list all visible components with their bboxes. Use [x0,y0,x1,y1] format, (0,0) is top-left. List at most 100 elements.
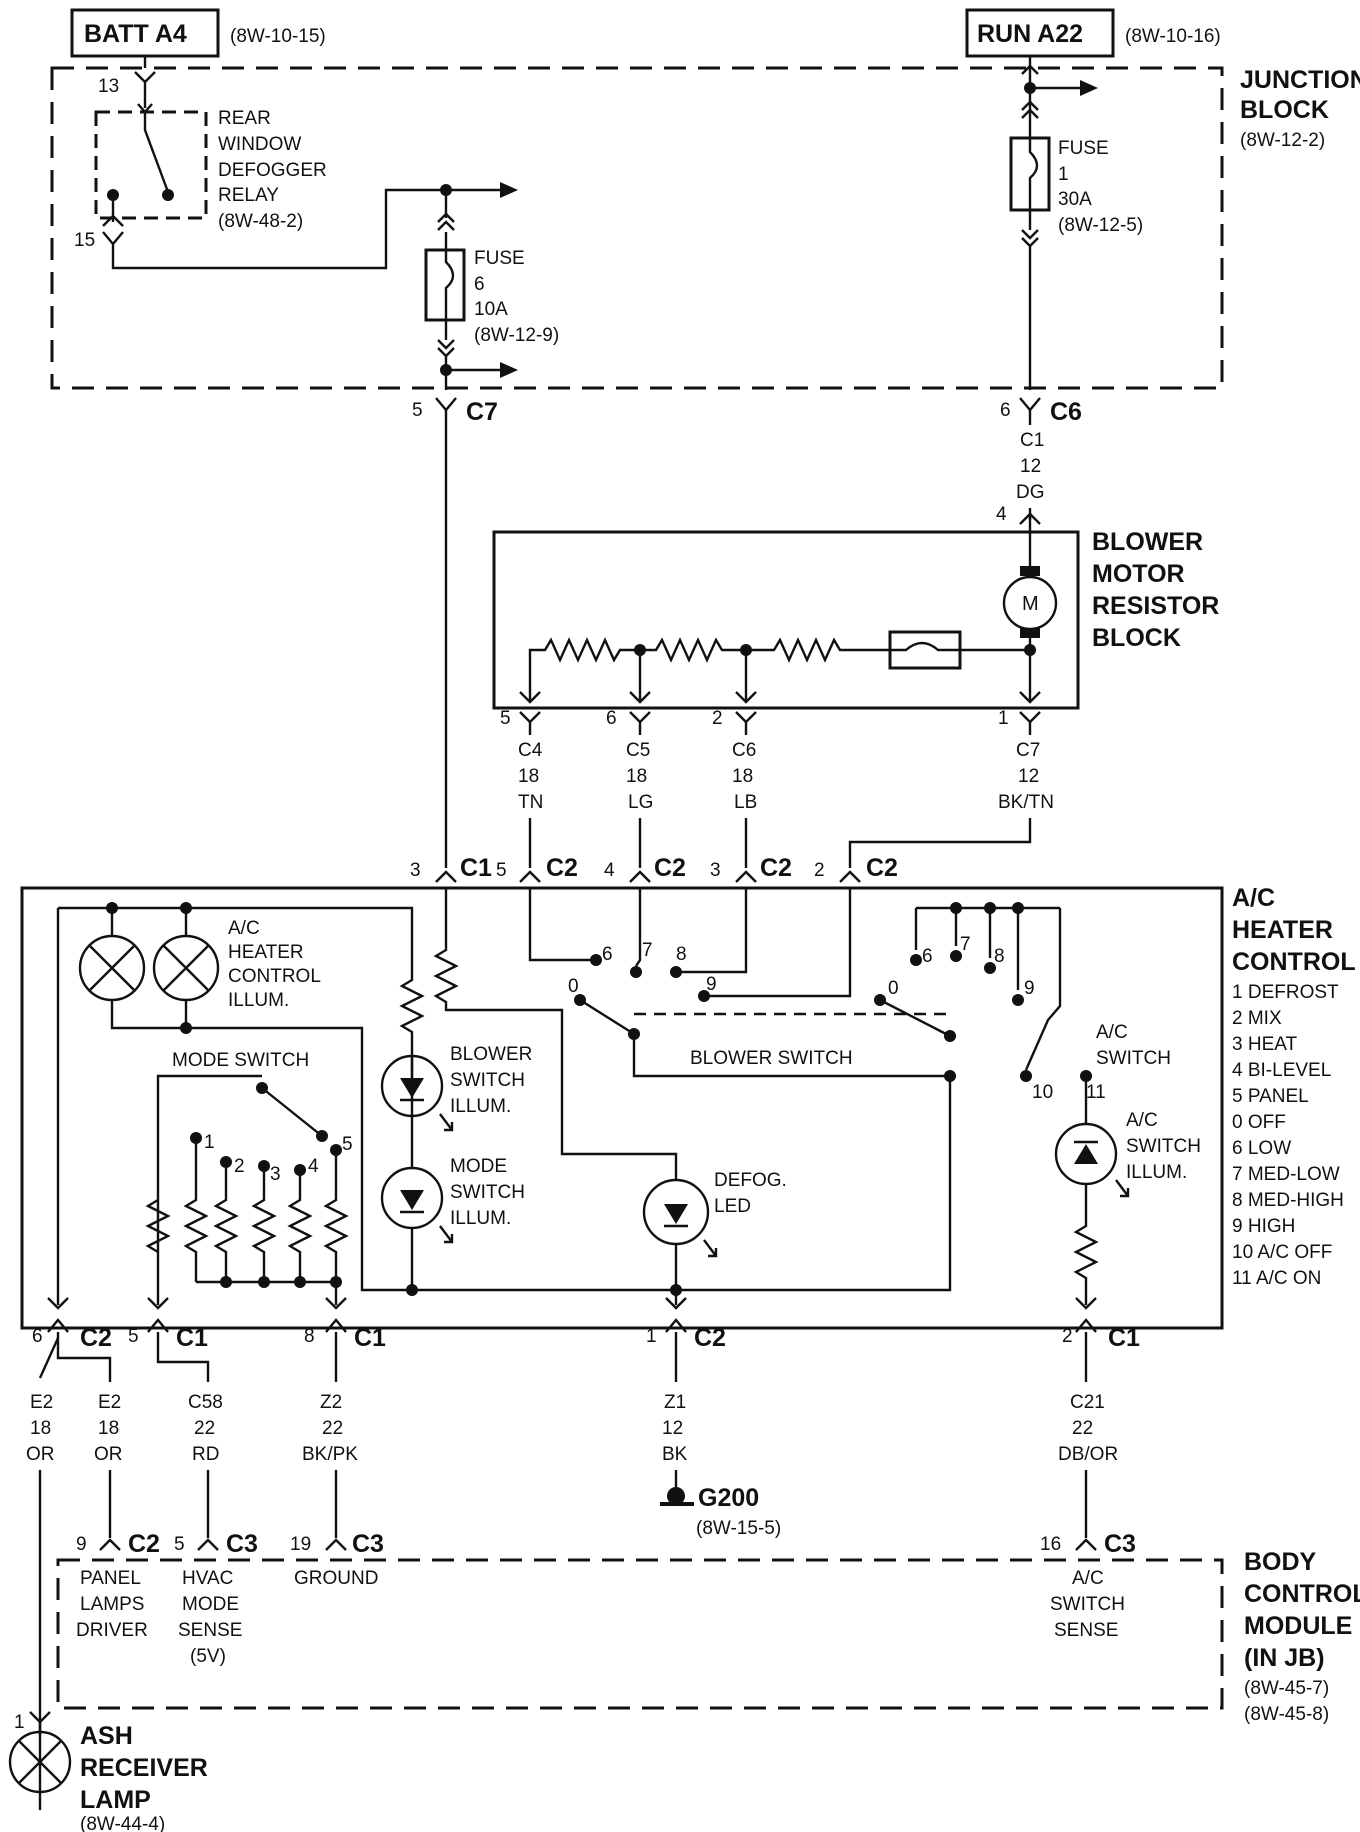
svg-text:BK: BK [662,1444,688,1465]
svg-text:(8W-12-9): (8W-12-9) [474,325,559,346]
svg-text:2: 2 [712,708,723,729]
svg-text:C21: C21 [1070,1392,1105,1413]
blower-motor-resistor-block: 4 BLOWER MOTOR RESISTOR BLOCK M [492,504,1219,710]
svg-text:C1: C1 [1020,430,1044,451]
svg-text:1: 1 [14,1712,25,1733]
svg-text:1: 1 [646,1326,657,1347]
hvac-conn-c1-pin-2: 2 C1 [1062,1297,1140,1382]
svg-text:LB: LB [734,792,757,813]
svg-text:BLOWER: BLOWER [450,1044,532,1065]
svg-text:7 MED-LOW: 7 MED-LOW [1232,1164,1340,1185]
hvac-conn-c2-pin-2: 2 C2 [814,854,898,883]
svg-text:18: 18 [30,1418,51,1439]
blower-switch: 6 7 8 9 0 BLOWER SWITCH [528,888,956,1082]
svg-text:C58: C58 [188,1392,223,1413]
svg-text:0: 0 [888,978,899,999]
fuse-6: FUSE 6 10A (8W-12-9) [424,190,559,390]
svg-text:5: 5 [342,1134,353,1155]
svg-text:18: 18 [732,766,753,787]
svg-text:SWITCH: SWITCH [1050,1594,1125,1615]
hvac-legend: 1 DEFROST 2 MIX 3 HEAT 4 BI-LEVEL 5 PANE… [1232,982,1344,1289]
connector-c6-pin-6: 6 C6 [1000,397,1082,426]
svg-text:BATT A4: BATT A4 [84,20,187,48]
hvac-conn-c2-pin-1: 1 C2 [646,1297,726,1382]
svg-text:E2: E2 [98,1392,121,1413]
svg-text:C1: C1 [1108,1324,1140,1352]
svg-text:(8W-10-15): (8W-10-15) [230,26,326,47]
svg-text:(8W-45-8): (8W-45-8) [1244,1704,1329,1725]
svg-text:BLOWER: BLOWER [1092,528,1203,556]
svg-text:DG: DG [1016,482,1045,503]
svg-text:OR: OR [94,1444,123,1465]
mode-switch-illum: MODE SWITCH ILLUM. [380,1156,525,1296]
svg-text:10 A/C OFF: 10 A/C OFF [1232,1242,1332,1263]
svg-text:6: 6 [602,944,613,965]
svg-text:REAR: REAR [218,108,271,129]
blower-pin-5: 5 C4 18 TN [500,708,543,813]
svg-text:18: 18 [518,766,539,787]
svg-text:GROUND: GROUND [294,1568,378,1589]
svg-text:8 MED-HIGH: 8 MED-HIGH [1232,1190,1344,1211]
svg-text:4: 4 [996,504,1007,525]
svg-text:7: 7 [960,934,971,955]
svg-text:9: 9 [76,1534,87,1555]
svg-text:5: 5 [174,1534,185,1555]
svg-text:6: 6 [1000,400,1011,421]
svg-text:MODULE: MODULE [1244,1612,1352,1640]
svg-text:WINDOW: WINDOW [218,134,301,155]
svg-text:C6: C6 [1050,398,1082,426]
svg-text:C3: C3 [352,1530,384,1558]
svg-text:SWITCH: SWITCH [1096,1048,1171,1069]
svg-text:JUNCTION: JUNCTION [1240,66,1360,94]
svg-text:19: 19 [290,1534,311,1555]
svg-text:DRIVER: DRIVER [76,1620,148,1641]
svg-text:10: 10 [1032,1082,1053,1103]
svg-text:C7: C7 [1016,740,1040,761]
svg-text:(8W-15-5): (8W-15-5) [696,1518,781,1539]
svg-text:OR: OR [26,1444,55,1465]
blower-pin-6: 6 C5 18 LG [606,708,653,813]
svg-text:Z2: Z2 [320,1392,342,1413]
wire-c1-12-dg: C1 12 DG [1016,410,1045,520]
svg-text:6 LOW: 6 LOW [1232,1138,1291,1159]
hvac-conn-c1-pin-5: 5 C1 [128,1297,210,1382]
svg-text:LAMPS: LAMPS [80,1594,144,1615]
svg-text:C6: C6 [732,740,756,761]
body-control-module: BODY CONTROL MODULE (IN JB) (8W-45-7) (8… [56,1548,1360,1725]
hvac-conn-c2-pin-6: 6 C2 [32,1297,112,1382]
svg-text:(8W-12-5): (8W-12-5) [1058,215,1143,236]
svg-text:BLOCK: BLOCK [1240,96,1329,124]
svg-text:8: 8 [304,1326,315,1347]
svg-text:BK/TN: BK/TN [998,792,1054,813]
connector-c7-pin-5: 5 C7 [412,397,498,426]
svg-text:BLOWER SWITCH: BLOWER SWITCH [690,1048,853,1069]
bcm-conn-c3-pin-16: 16 C3 A/C SWITCH SENSE [1040,1530,1136,1641]
svg-text:0 OFF: 0 OFF [1232,1112,1286,1133]
svg-text:2: 2 [234,1156,245,1177]
svg-text:G200: G200 [698,1484,759,1512]
svg-text:C2: C2 [546,854,578,882]
svg-text:DB/OR: DB/OR [1058,1444,1118,1465]
fuse-1: FUSE 1 30A (8W-12-5) [1009,64,1143,390]
svg-text:6: 6 [606,708,617,729]
svg-text:(8W-44-4): (8W-44-4) [80,1814,165,1832]
svg-text:18: 18 [626,766,647,787]
svg-text:MODE: MODE [182,1594,239,1615]
svg-text:0: 0 [568,976,579,997]
svg-text:3 HEAT: 3 HEAT [1232,1034,1298,1055]
ac-switch: 10 11 A/C SWITCH A/C SWITCH ILLUM. [1020,1022,1201,1305]
svg-text:DEFOGGER: DEFOGGER [218,160,327,181]
svg-text:A/C: A/C [1232,884,1275,912]
svg-text:C1: C1 [354,1324,386,1352]
rear-window-defogger-relay: REAR WINDOW DEFOGGER RELAY (8W-48-2) [94,103,327,232]
svg-text:C1: C1 [460,854,492,882]
svg-text:9: 9 [1024,978,1035,999]
svg-text:4 BI-LEVEL: 4 BI-LEVEL [1232,1060,1331,1081]
svg-text:LAMP: LAMP [80,1786,151,1814]
svg-text:3: 3 [710,860,721,881]
svg-text:11: 11 [1086,1082,1106,1103]
svg-text:C2: C2 [866,854,898,882]
svg-text:SENSE: SENSE [178,1620,242,1641]
svg-text:(5V): (5V) [190,1646,226,1667]
